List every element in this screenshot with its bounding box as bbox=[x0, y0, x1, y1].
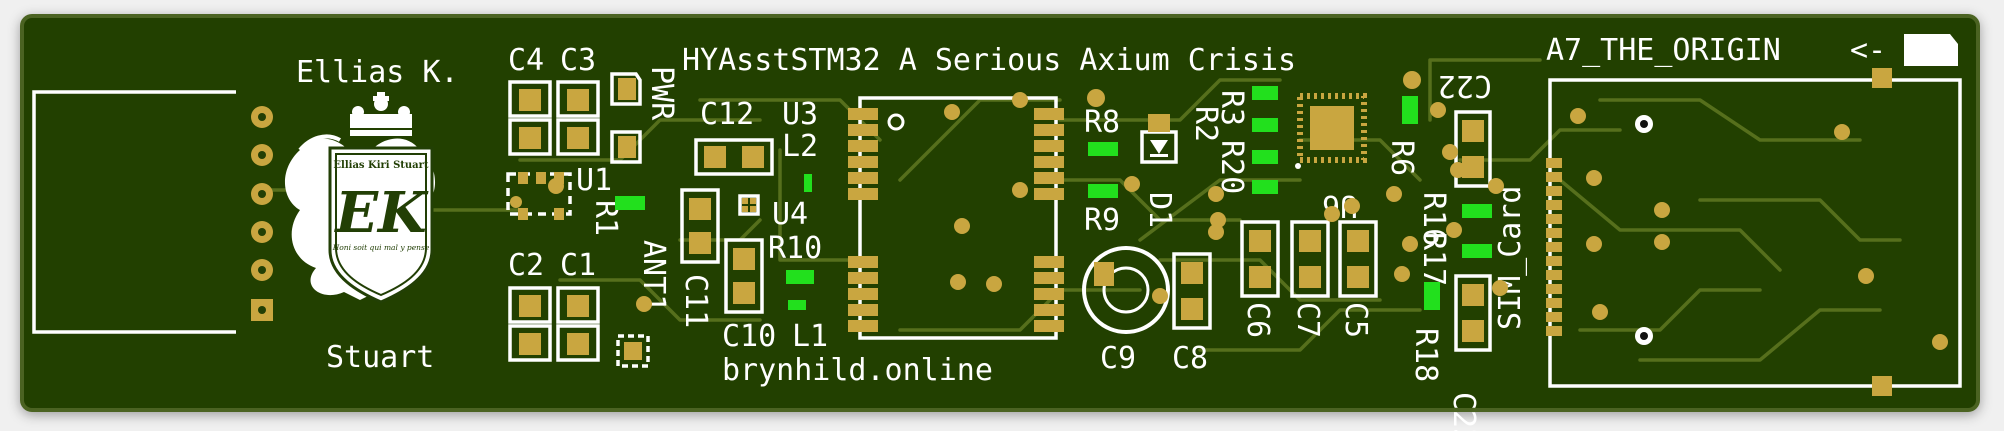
caps-c4-c3: C4 C3 bbox=[508, 43, 600, 156]
svg-text:R20: R20 bbox=[1214, 140, 1249, 194]
crest-initials: EK bbox=[333, 180, 429, 246]
svg-text:C7: C7 bbox=[1290, 302, 1325, 338]
vias bbox=[510, 92, 1508, 312]
svg-text:C9: C9 bbox=[1100, 341, 1136, 376]
svg-text:D1: D1 bbox=[1142, 192, 1177, 228]
svg-text:R16: R16 bbox=[1416, 192, 1451, 246]
svg-text:U4: U4 bbox=[772, 197, 808, 232]
svg-text:PWR: PWR bbox=[644, 66, 679, 121]
crest-motto: Honi soit qui mal y pense bbox=[332, 243, 430, 252]
svg-text:C10: C10 bbox=[722, 319, 776, 354]
svg-text:U3: U3 bbox=[782, 97, 818, 132]
svg-text:C3: C3 bbox=[560, 43, 596, 78]
svg-text:R17: R17 bbox=[1416, 232, 1451, 286]
sim-card-holder bbox=[1546, 68, 1962, 396]
svg-text:R3: R3 bbox=[1214, 90, 1249, 126]
svg-text:R18: R18 bbox=[1408, 328, 1443, 382]
svg-text:R6: R6 bbox=[1384, 140, 1419, 176]
r8-r9-d1: R8 R9 D1 bbox=[1084, 89, 1178, 238]
sim-contacts bbox=[1546, 158, 1562, 336]
svg-text:C2: C2 bbox=[508, 248, 544, 283]
author-bottom-label: Stuart bbox=[326, 340, 434, 375]
svg-text:C22: C22 bbox=[1438, 68, 1492, 103]
svg-text:R10: R10 bbox=[768, 231, 822, 266]
mcu-pins-right bbox=[1034, 108, 1064, 332]
svg-text:C23: C23 bbox=[1446, 392, 1481, 431]
svg-text:R9: R9 bbox=[1084, 203, 1120, 238]
svg-text:R8: R8 bbox=[1084, 105, 1120, 140]
mcu-footprint bbox=[848, 96, 1064, 340]
svg-text:L2: L2 bbox=[782, 129, 818, 164]
svg-text:SIM_Card: SIM_Card bbox=[1493, 186, 1528, 331]
svg-text:R2: R2 bbox=[1188, 106, 1223, 142]
arrow-label: <- bbox=[1850, 33, 1886, 68]
pwr-led: PWR bbox=[610, 66, 679, 164]
c9-crystal: C9 bbox=[1082, 246, 1170, 376]
caps-c6-c7-c5: C6 C7 C5 bbox=[1240, 220, 1378, 338]
svg-text:C8: C8 bbox=[1172, 341, 1208, 376]
r2-r3-r20: R2 R3 R20 bbox=[1188, 86, 1278, 194]
r6-resistor: R6 bbox=[1384, 71, 1421, 176]
svg-text:L1: L1 bbox=[792, 319, 828, 354]
c8-cap: C8 bbox=[1172, 252, 1212, 376]
svg-text:C6: C6 bbox=[1240, 302, 1275, 338]
c12-u3-l2: C12 U3 L2 bbox=[694, 97, 818, 192]
sim-support-parts: C22 R16 R17 R18 C23 SIM_Card bbox=[1408, 68, 1528, 431]
c11-u4-c10: C11 U4 R10 C10 L1 bbox=[678, 188, 828, 354]
mcu-pins-left bbox=[848, 108, 878, 332]
svg-text:U1: U1 bbox=[576, 163, 612, 198]
crest-name: Ellias Kiri Stuart bbox=[333, 160, 429, 171]
crest-logo: Ellias Kiri Stuart EK Honi soit qui mal … bbox=[284, 92, 436, 304]
svg-text:C4: C4 bbox=[508, 43, 544, 78]
corner-marker bbox=[1904, 34, 1958, 66]
usb-connector bbox=[32, 90, 273, 334]
board-title: HYAsstSTM32 A Serious Axium Crisis bbox=[682, 43, 1296, 78]
crown-icon bbox=[350, 92, 412, 136]
svg-text:C11: C11 bbox=[678, 274, 713, 328]
u1-regulator: U1 R1 bbox=[506, 163, 645, 236]
author-top-label: Ellias K. bbox=[296, 55, 459, 90]
svg-text:C1: C1 bbox=[560, 248, 596, 283]
svg-text:C12: C12 bbox=[700, 97, 754, 132]
svg-text:C5: C5 bbox=[1338, 302, 1373, 338]
caps-c2-c1: C2 C1 bbox=[508, 248, 600, 362]
website-label: brynhild.online bbox=[722, 353, 993, 388]
tag-label: A7_THE_ORIGIN bbox=[1546, 33, 1781, 68]
